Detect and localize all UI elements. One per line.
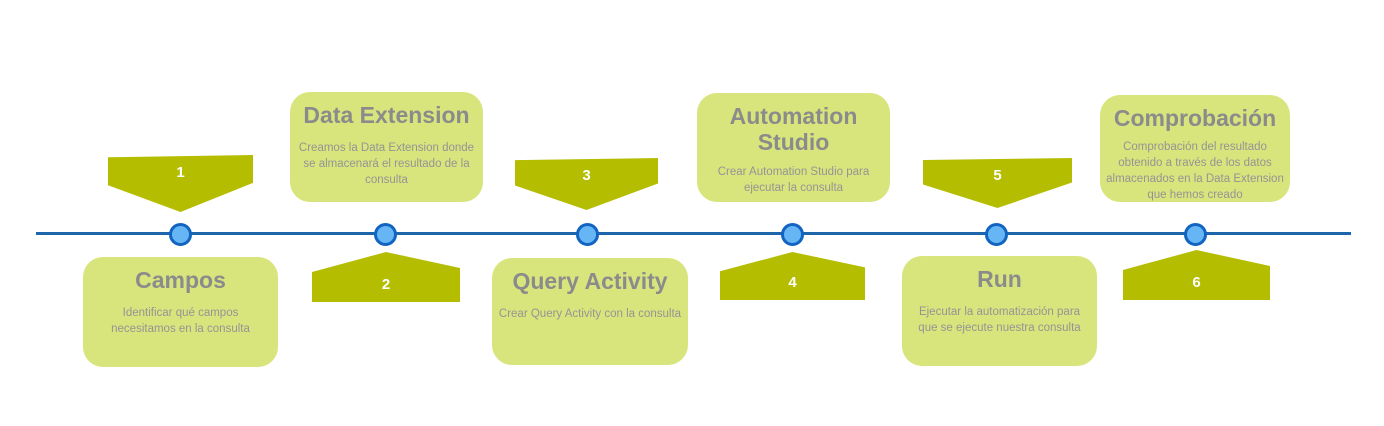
timeline-node-3 [576,223,599,246]
step-1-card: Campos Identificar qué campos necesitamo… [83,257,278,367]
step-1-description: Identificar qué campos necesitamos en la… [111,306,250,335]
timeline-node-1 [169,223,192,246]
timeline-node-5 [985,223,1008,246]
step-3-number: 3 [582,167,591,184]
step-1-number: 1 [176,164,185,181]
timeline-node-2 [374,223,397,246]
step-4-description: Crear Automation Studio para ejecutar la… [717,165,870,194]
step-5-card: Run Ejecutar la automatización para que … [902,256,1097,366]
step-4-card: Automation Studio Crear Automation Studi… [697,93,890,202]
step-3-card: Query Activity Crear Query Activity con … [492,258,688,365]
step-2-card: Data Extension Creamos la Data Extension… [290,92,483,202]
step-2-number: 2 [381,276,391,293]
step-5-title: Run [977,266,1022,292]
step-1-title: Campos [135,267,226,293]
timeline-line [36,232,1351,235]
step-4-arrow-up-icon: 4 [720,252,865,300]
step-3-title: Query Activity [512,268,668,294]
step-6-card: Comprobación Comprobación del resultado … [1100,95,1290,202]
step-6-description: Comprobación del resultado obtenido a tr… [1106,140,1284,201]
step-3-arrow-down-icon: 3 [515,158,658,210]
step-6-number: 6 [1192,274,1201,291]
step-6-arrow-up-icon: 6 [1123,250,1270,300]
step-2-arrow-up-icon: 2 [312,252,460,302]
step-3-description: Crear Query Activity con la consulta [498,307,682,320]
step-5-description: Ejecutar la automatización para que se e… [918,305,1081,334]
timeline-node-6 [1184,223,1207,246]
timeline-node-4 [781,223,804,246]
step-1-arrow-down-icon: 1 [108,155,253,212]
step-5-number: 5 [993,167,1002,184]
step-4-number: 4 [788,274,797,291]
step-2-description: Creamos la Data Extension donde se almac… [298,141,475,186]
step-6-title: Comprobación [1113,105,1277,131]
step-5-arrow-down-icon: 5 [923,158,1072,208]
step-4-title: Automation Studio [729,103,858,155]
step-2-title: Data Extension [303,102,470,128]
